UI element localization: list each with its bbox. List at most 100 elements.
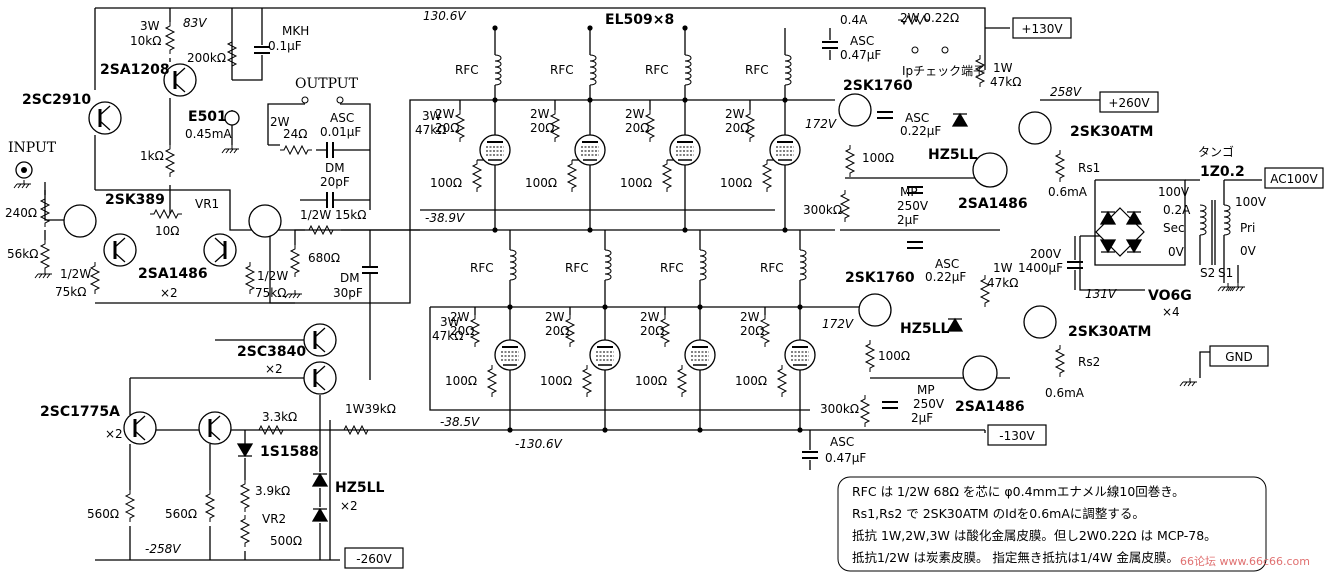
note-line: 抵抗1/2W は炭素皮膜。 指定無き抵抗は1/4W 金属皮膜。 bbox=[852, 550, 1179, 565]
resistor-label: 2W bbox=[640, 310, 660, 324]
rfc-choke bbox=[604, 249, 612, 281]
label-ma06b: 0.6mA bbox=[1045, 386, 1085, 400]
el509-tube bbox=[479, 134, 511, 166]
wire bbox=[267, 103, 371, 210]
resistor-label: 20Ω bbox=[545, 324, 569, 338]
components bbox=[13, 15, 1324, 572]
2sa1486-left bbox=[102, 232, 138, 268]
rail-box-minus260-label: -260V bbox=[356, 552, 392, 566]
rfc-label: RFC bbox=[550, 63, 574, 77]
rail-box-plus260-label: +260V bbox=[1108, 96, 1150, 110]
label-watermark: 66论坛 www.66c66.com bbox=[1180, 554, 1310, 568]
label-sa1486c2: ×2 bbox=[160, 286, 178, 300]
label-v131: 131V bbox=[1085, 287, 1117, 301]
bridge-diode bbox=[1099, 210, 1117, 225]
label-output: OUTPUT bbox=[295, 76, 359, 92]
label-r1k: 1kΩ bbox=[140, 149, 164, 163]
wire bbox=[1185, 179, 1201, 265]
junction-dot bbox=[797, 427, 803, 433]
junction-dot bbox=[682, 97, 688, 103]
junction-dot bbox=[602, 304, 608, 310]
note-line: 抵抗 1W,2W,3W は酸化金属皮膜。但し2W0.22Ω は MCP-78。 bbox=[852, 528, 1217, 543]
el509-tube bbox=[684, 339, 716, 371]
input-resistor bbox=[40, 239, 50, 273]
rfc-choke bbox=[494, 54, 502, 86]
label-vr2: VR2 bbox=[262, 512, 286, 526]
wire bbox=[1079, 236, 1145, 291]
el509-tube bbox=[669, 134, 701, 166]
label-vm389: -38.9V bbox=[425, 211, 465, 225]
label-sk1760b: 2SK1760 bbox=[845, 270, 915, 286]
label-r3w47ka2: 47kΩ bbox=[415, 123, 446, 137]
junction-dot bbox=[492, 25, 498, 31]
label-hz5ll_c2: ×2 bbox=[340, 499, 358, 513]
cathode-resistor bbox=[662, 159, 672, 193]
label-vr1: VR1 bbox=[195, 197, 219, 211]
2sk30atm-bottom bbox=[1023, 305, 1057, 339]
resistor-label: 2W bbox=[450, 310, 470, 324]
resistor-label: 20Ω bbox=[435, 121, 459, 135]
wire bbox=[94, 8, 233, 190]
hz5ll-bottom bbox=[946, 317, 964, 332]
wire bbox=[1094, 179, 1186, 266]
ground-symbol bbox=[13, 180, 31, 189]
asc-capacitor bbox=[326, 142, 334, 158]
rail-box-gnd bbox=[1209, 345, 1269, 367]
label-sc1775: 2SC1775A bbox=[40, 404, 120, 420]
label-dm30b: 30pF bbox=[333, 286, 363, 300]
label-v130_top: 130.6V bbox=[423, 9, 466, 23]
hz5ll-zener bbox=[311, 507, 329, 522]
label-asc022a2: 0.22μF bbox=[900, 124, 941, 138]
label-mp_a: MP bbox=[900, 185, 918, 199]
cathode-resistor bbox=[777, 364, 787, 398]
label-sc3840: 2SC3840 bbox=[237, 344, 306, 360]
bridge-diode bbox=[1099, 239, 1117, 254]
resistor-560 bbox=[125, 489, 135, 523]
wire bbox=[44, 190, 68, 221]
2sk1760-top bbox=[838, 93, 872, 127]
junction-dot bbox=[602, 427, 608, 433]
wire bbox=[1223, 179, 1262, 283]
2sc3840-upper bbox=[302, 322, 338, 358]
rfc-choke bbox=[799, 249, 807, 281]
rfc-label: RFC bbox=[455, 63, 479, 77]
label-r560b: 560Ω bbox=[165, 507, 197, 521]
label-sk389: 2SK389 bbox=[105, 192, 165, 208]
label-mp_b: MP bbox=[917, 383, 935, 397]
2sk1760-bottom bbox=[858, 293, 892, 327]
junction-dot bbox=[587, 97, 593, 103]
label-mp_a2: 250V bbox=[897, 199, 929, 213]
rail-box-ac100-label: AC100V bbox=[1270, 172, 1318, 186]
label-hz5ll_a: HZ5LL bbox=[928, 147, 978, 163]
ip-terminal bbox=[911, 46, 919, 54]
cathode-resistor bbox=[677, 364, 687, 398]
resistor-label: 2W bbox=[725, 107, 745, 121]
label-pri100: 100V bbox=[1235, 195, 1267, 209]
resistor-label: 100Ω bbox=[720, 176, 752, 190]
output-terminal bbox=[301, 96, 309, 104]
el509-tube bbox=[784, 339, 816, 371]
label-r24b: 24Ω bbox=[283, 127, 307, 141]
wire bbox=[1211, 200, 1216, 265]
wire bbox=[129, 339, 304, 415]
label-r2w022: 2W 0.22Ω bbox=[900, 11, 959, 25]
resistor-100-top bbox=[845, 144, 855, 178]
mp-cap-bottom bbox=[882, 401, 898, 409]
wire bbox=[95, 99, 835, 304]
label-tango2: 1Z0.2 bbox=[1200, 164, 1245, 180]
label-mp_b2: 250V bbox=[913, 397, 945, 411]
junction-dot bbox=[782, 227, 788, 233]
label-r100a: 100Ω bbox=[862, 151, 894, 165]
hz5ll-zener bbox=[311, 472, 329, 487]
vr2-pot bbox=[240, 514, 250, 548]
resistor-680 bbox=[290, 244, 300, 278]
2sk30atm-top bbox=[1018, 111, 1052, 145]
rfc-label: RFC bbox=[660, 261, 684, 275]
label-c1400: 1400μF bbox=[1018, 261, 1063, 275]
label-ipcheck: Ipチェック端子 bbox=[902, 64, 985, 78]
label-r75kb2: 75kΩ bbox=[255, 286, 286, 300]
label-r500: 500Ω bbox=[270, 534, 302, 548]
hz5ll-top bbox=[951, 112, 969, 127]
rail-box-minus260 bbox=[344, 547, 404, 569]
junction-dot bbox=[697, 427, 703, 433]
